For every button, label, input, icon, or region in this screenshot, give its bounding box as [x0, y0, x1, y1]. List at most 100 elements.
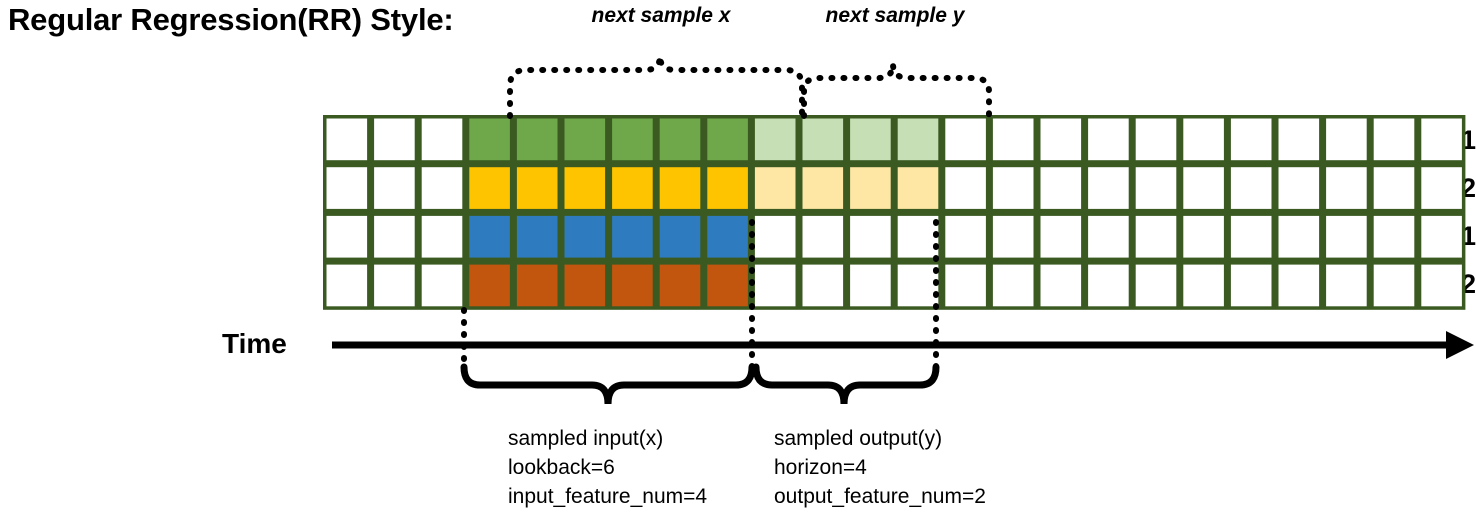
grid-cell [992, 215, 1034, 258]
grid-cell [945, 215, 986, 258]
grid-border [323, 115, 1466, 310]
grid-cell [1373, 118, 1415, 161]
grid-cell [1183, 215, 1224, 258]
grid-cell [1135, 118, 1177, 161]
grid-cell [374, 118, 415, 161]
grid-cell [564, 167, 606, 209]
grid-cell [326, 118, 368, 161]
grid-cell [1040, 167, 1082, 209]
grid-cell [1183, 118, 1224, 161]
grid-cell [516, 118, 558, 161]
top-annotation-next-sample-y: next sample y [825, 4, 965, 27]
sampled-input-title: sampled input(x) [508, 427, 664, 450]
grid-cell [421, 215, 463, 258]
grid-cell [516, 215, 558, 258]
sampled-input-lookback: lookback=6 [508, 456, 615, 479]
grid-cell [326, 215, 368, 258]
grid-cell [802, 167, 844, 209]
grid-cell [326, 167, 368, 209]
sampled-output-horizon: horizon=4 [774, 456, 867, 479]
page-title: Regular Regression(RR) Style: [8, 2, 454, 37]
grid-cell [469, 118, 510, 161]
grid-cell [1183, 264, 1224, 307]
grid-cell [802, 118, 844, 161]
grid-cell [850, 167, 891, 209]
grid-cell [564, 215, 606, 258]
grid-cell [1040, 264, 1082, 307]
grid-cell [945, 167, 986, 209]
grid-cell [707, 215, 748, 258]
grid-cell [1135, 215, 1177, 258]
grid-cell [897, 167, 939, 209]
grid-cell [1373, 215, 1415, 258]
grid-cell [421, 118, 463, 161]
sampled-output-title: sampled output(y) [774, 427, 943, 450]
grid-cell [1230, 118, 1272, 161]
grid-cell [374, 264, 415, 307]
grid-cell [1373, 167, 1415, 209]
grid-cell [1088, 264, 1129, 307]
grid-cell [469, 167, 510, 209]
solid-brace-sampled-output [752, 363, 940, 405]
grid-cell [1421, 118, 1462, 161]
grid-cell [897, 215, 939, 258]
dotted-brace-next-sample-y [801, 63, 992, 119]
grid-cell [1278, 215, 1320, 258]
grid-cell [516, 167, 558, 209]
grid-cell [850, 215, 891, 258]
grid-cell [1326, 167, 1367, 209]
grid-cell [516, 264, 558, 307]
sampled-input-featnum: input_feature_num=4 [508, 485, 708, 508]
grid-cell [1183, 167, 1224, 209]
grid-cell [564, 264, 606, 307]
grid-cell [992, 167, 1034, 209]
grid-cell [754, 167, 796, 209]
grid-cell [612, 167, 653, 209]
time-axis-label: Time [222, 328, 287, 359]
grid-cell [1373, 264, 1415, 307]
time-axis-arrowhead [1446, 331, 1474, 359]
grid-cell [1326, 118, 1367, 161]
grid-cell [754, 215, 796, 258]
grid-cell [992, 264, 1034, 307]
solid-brace-sampled-input [460, 363, 756, 405]
grid-cell [850, 118, 891, 161]
grid-cell [612, 118, 653, 161]
grid-cell [802, 264, 844, 307]
grid-cell [421, 167, 463, 209]
grid-cell [1088, 215, 1129, 258]
grid-cell [1326, 264, 1367, 307]
grid-cell [659, 167, 701, 209]
grid-cell [1278, 264, 1320, 307]
grid-cell [1230, 167, 1272, 209]
grid-cell [802, 215, 844, 258]
grid-cell [897, 118, 939, 161]
grid-cell [564, 118, 606, 161]
grid-cell [1040, 215, 1082, 258]
top-annotation-next-sample-x: next sample x [591, 4, 731, 27]
grid-cell [659, 264, 701, 307]
grid-cell [1230, 264, 1272, 307]
grid-cell [1040, 118, 1082, 161]
grid-cell [754, 264, 796, 307]
grid-cell [469, 215, 510, 258]
grid-cell [326, 264, 368, 307]
grid-cell [707, 167, 748, 209]
grid-cell [992, 118, 1034, 161]
dotted-brace-next-sample-x [507, 55, 805, 119]
grid-cell [612, 264, 653, 307]
bottom-annotation-sampled-input: sampled input(x) lookback=6 input_featur… [508, 424, 707, 511]
grid-cell [1421, 264, 1462, 307]
grid-cell [1135, 167, 1177, 209]
grid-cell [469, 264, 510, 307]
grid-cell [659, 215, 701, 258]
grid-cell [1278, 167, 1320, 209]
grid-cell [1135, 264, 1177, 307]
grid-cell [1088, 167, 1129, 209]
grid-cell [897, 264, 939, 307]
grid-cell [374, 215, 415, 258]
grid-cell [945, 118, 986, 161]
grid-cell [659, 118, 701, 161]
